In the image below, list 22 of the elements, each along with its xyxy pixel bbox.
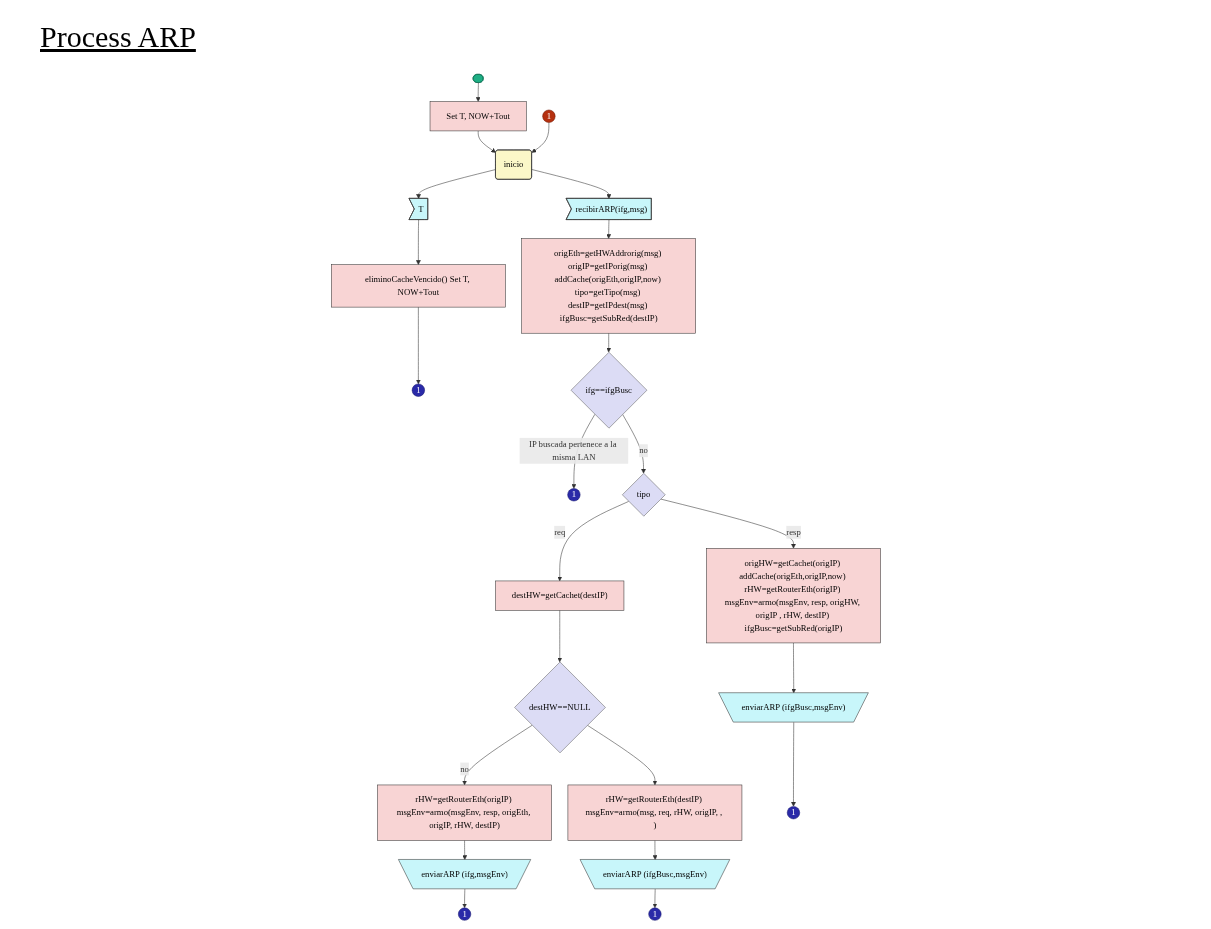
node-box: rHW=getRouterEth(destIP) msgEnv=armo(msg, req, rHW, origIP, , ) xyxy=(567,784,742,841)
node-box: origEth=getHWAddrorig(msg) origIP=getIPorig(msg) addCache(origEth,origIP,now) tipo=getTipo(msg) destIP=getIPdest(msg) ifgBusc=getSubRed(destIP) xyxy=(521,238,696,334)
edge-label: no xyxy=(459,764,469,774)
edge-label: no xyxy=(638,445,648,456)
node-circle: 1 xyxy=(541,109,555,123)
node-box: origHW=getCachet(origIP) addCache(origEth,origIP,now) rHW=getRouterEth(origIP) msgEnv=armo(msgEnv, resp, origHW, origIP , rHW, destIP) ifgBusc=getSubRed(origIP) xyxy=(705,548,881,644)
node-circle: 1 xyxy=(411,383,425,397)
edge-label: req xyxy=(553,527,565,537)
node-circle: 1 xyxy=(566,488,580,502)
diagram-title: Process ARP xyxy=(40,20,196,54)
node-box: rHW=getRouterEth(origIP) msgEnv=armo(msgEnv, resp, origEth, origIP, rHW, destIP) xyxy=(376,784,552,841)
node-circle: 1 xyxy=(786,806,800,820)
node-box: Set T, NOW+Tout xyxy=(429,101,527,132)
node-circle: 1 xyxy=(648,907,662,921)
node-diamond: ifg==ifgBusc xyxy=(570,352,647,429)
node-box: eliminoCacheVencido() Set T, NOW+Tout xyxy=(330,264,506,308)
edge-label: IP buscada pertenece a la misma LAN xyxy=(528,439,617,462)
node-diamond: tipo xyxy=(621,473,666,517)
edge-label: resp xyxy=(785,527,801,537)
node-box: destHW=getCachet(destIP) xyxy=(494,580,624,611)
node-diamond: destHW==NULL xyxy=(513,661,606,754)
node-circle: 1 xyxy=(457,907,471,921)
